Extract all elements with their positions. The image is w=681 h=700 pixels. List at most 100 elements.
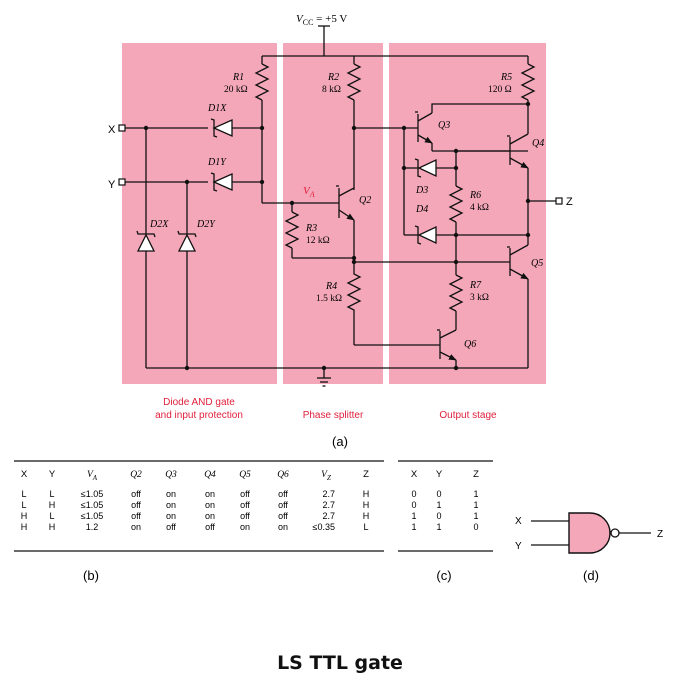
table-b-cell: off [205, 522, 215, 532]
svg-text:Q2: Q2 [359, 195, 371, 206]
table-b-cell: ≤1.05 [81, 489, 103, 499]
svg-text:R6: R6 [469, 190, 481, 201]
table-c-cell: 0 [411, 500, 416, 510]
table-b-cell: on [166, 500, 176, 510]
table-b-header: Q2 [130, 470, 142, 480]
table-b-cell: ≤1.05 [81, 511, 103, 521]
table-b-cell: L [49, 511, 54, 521]
svg-text:Y: Y [515, 541, 522, 552]
table-b-cell: 2.7 [322, 511, 335, 521]
svg-text:R1: R1 [232, 72, 244, 83]
table-b-cell: H [363, 489, 370, 499]
table-c-cell: 1 [473, 489, 478, 499]
table-b-header: VZ [321, 470, 331, 482]
output-z: Z [525, 196, 573, 208]
table-b-header: Q6 [277, 470, 289, 480]
table-b-cell: off [131, 511, 141, 521]
diode-d3: D3 [403, 128, 456, 235]
svg-text:D1Y: D1Y [207, 157, 227, 168]
table-c-cell: 0 [473, 522, 478, 532]
svg-text:R4: R4 [325, 281, 337, 292]
table-c-cell: 0 [411, 489, 416, 499]
svg-text:X: X [515, 516, 522, 527]
table-b-cell: H [21, 522, 28, 532]
table-b-cell: on [205, 500, 215, 510]
table-c-row: 1 1 0 [411, 522, 478, 532]
table-b-cell: off [278, 500, 288, 510]
table-b-cell: off [278, 511, 288, 521]
table-c-cell: 1 [473, 500, 478, 510]
table-b-cell: on [240, 522, 250, 532]
table-b-cell: H [363, 511, 370, 521]
table-b-header: Q4 [204, 470, 216, 480]
table-b-cell: ≤0.35 [313, 522, 335, 532]
label-c: (c) [436, 568, 451, 583]
svg-text:3 kΩ: 3 kΩ [470, 293, 489, 303]
table-c-row: 0 1 1 [411, 500, 478, 510]
resistor-r3: R3 12 kΩ [284, 203, 354, 259]
svg-text:20 kΩ: 20 kΩ [224, 85, 248, 95]
svg-text:8 kΩ: 8 kΩ [322, 85, 341, 95]
table-b-cell: 2.7 [322, 500, 335, 510]
svg-text:D2X: D2X [149, 219, 169, 230]
table-b-cell: off [131, 489, 141, 499]
diode-d2x: D2X [136, 125, 169, 368]
svg-text:120 Ω: 120 Ω [488, 85, 512, 95]
label-phase-splitter: Phase splitter [303, 410, 364, 421]
resistor-r2: R2 8 kΩ [322, 63, 362, 190]
table-b-cell: off [240, 500, 250, 510]
nand-bubble [610, 528, 620, 538]
table-b-cell: L [49, 489, 54, 499]
svg-text:D4: D4 [415, 204, 428, 215]
svg-text:1.5 kΩ: 1.5 kΩ [316, 294, 342, 304]
svg-text:D3: D3 [415, 185, 428, 196]
wire-q3c-q4c [431, 103, 528, 108]
transistor-q2: Q2 [336, 185, 371, 262]
resistor-r1: R1 20 kΩ [224, 63, 270, 203]
table-c-header: X [411, 469, 418, 480]
label-d: (d) [583, 568, 599, 583]
table-c-cell: 1 [436, 522, 441, 532]
table-b-header: Y [49, 469, 56, 480]
input-y: Y [108, 178, 208, 191]
table-b-cell: L [21, 500, 26, 510]
table-b-cell: on [205, 489, 215, 499]
svg-text:VA: VA [303, 185, 315, 199]
svg-text:R3: R3 [305, 223, 317, 234]
section-phase-splitter [283, 43, 383, 384]
svg-text:VCC = +5 V: VCC = +5 V [296, 13, 347, 27]
ground-rail [146, 365, 528, 387]
svg-text:Z: Z [657, 529, 663, 540]
table-c-cell: 0 [436, 511, 441, 521]
table-b-header: X [21, 469, 28, 480]
section-output-stage [389, 43, 546, 384]
nand-body [568, 512, 611, 554]
table-b-header: VA [87, 470, 98, 482]
table-b-cell: L [363, 522, 368, 532]
table-b-cell: ≤1.05 [81, 500, 103, 510]
table-b-cell: L [21, 489, 26, 499]
svg-text:Y: Y [108, 179, 116, 191]
table-c-cell: 1 [436, 500, 441, 510]
table-b-cell: H [21, 511, 28, 521]
table-c-cell: 1 [411, 511, 416, 521]
svg-text:Z: Z [566, 196, 573, 208]
resistor-r4: R4 1.5 kΩ [316, 262, 362, 345]
label-a: (a) [332, 434, 348, 449]
diode-d1y: D1Y [207, 157, 262, 192]
table-b-cell: H [363, 500, 370, 510]
table-b-header: Z [363, 469, 369, 480]
svg-text:X: X [108, 124, 116, 136]
svg-text:Q4: Q4 [532, 138, 544, 149]
table-b-cell: H [49, 522, 56, 532]
table-b-cell: 2.7 [322, 489, 335, 499]
table-b-header: Q3 [165, 470, 177, 480]
table-c-cell: 1 [411, 522, 416, 532]
